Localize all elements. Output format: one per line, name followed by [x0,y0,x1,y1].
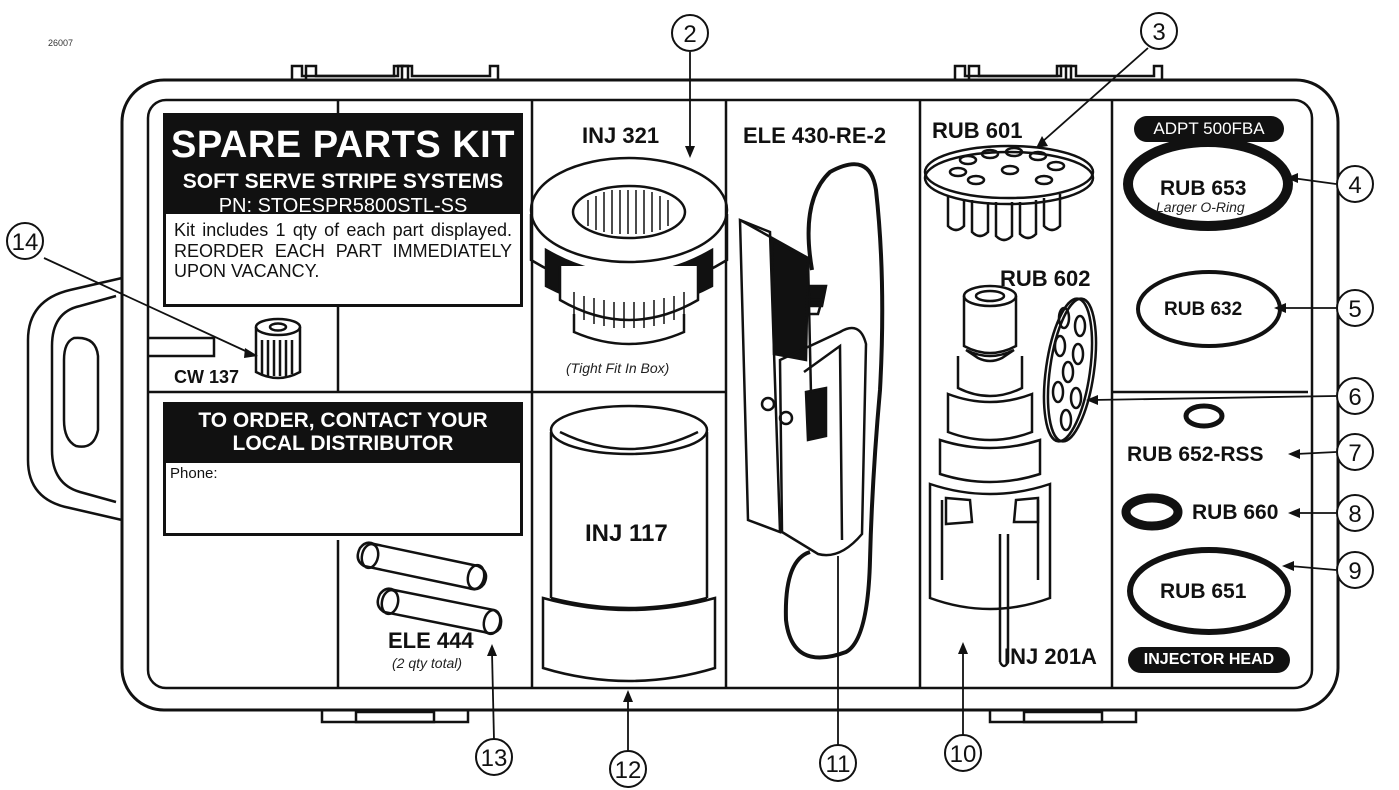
rub602-label: RUB 602 [1000,266,1091,291]
callout-5: 5 [1336,289,1374,327]
kit-part-number: PN: STOESPR5800STL-SS [218,195,468,218]
rub651-label: RUB 651 [1160,580,1247,603]
order-label: TO ORDER, CONTACT YOUR LOCAL DISTRIBUTOR… [163,402,523,536]
adpt-badge: ADPT 500FBA [1134,116,1284,142]
cw137-part [254,317,302,380]
callout-11: 11 [819,744,857,782]
rub601-part [923,144,1095,242]
kit-title: SPARE PARTS KIT [171,124,515,166]
callout-12: 12 [609,750,647,788]
rub601-label: RUB 601 [932,118,1023,143]
ele444-label: ELE 444 [388,628,474,653]
inj201a-label: INJ 201A [1004,644,1097,669]
callout-6: 6 [1336,377,1374,415]
rub602-part [1042,297,1098,443]
rub652-label: RUB 652-RSS [1127,443,1264,466]
callout-3: 3 [1140,12,1178,50]
callout-10: 10 [944,734,982,772]
leader-lines [43,47,1337,758]
top-hinges [290,64,1164,80]
callout-14: 14 [6,222,44,260]
inj321-part [529,156,729,346]
order-phone-label: Phone: [170,465,218,482]
callout-13: 13 [475,738,513,776]
callout-8: 8 [1336,494,1374,532]
kit-label-header: SPARE PARTS KIT SOFT SERVE STRIPE SYSTEM… [166,116,520,218]
case-handle [26,276,123,522]
inj321-note: (Tight Fit In Box) [566,360,670,376]
document-id: 26007 [48,38,74,48]
rub653-label: RUB 653 [1160,177,1247,200]
callout-4: 4 [1336,165,1374,203]
callout-9: 9 [1336,551,1374,589]
ele444-note: (2 qty total) [392,655,463,671]
kit-label: SPARE PARTS KIT SOFT SERVE STRIPE SYSTEM… [163,113,523,307]
order-title-line2: LOCAL DISTRIBUTOR [232,432,454,456]
callout-2: 2 [671,14,709,52]
inj321-label: INJ 321 [582,123,660,148]
ele444-part [356,541,503,636]
order-label-header: TO ORDER, CONTACT YOUR LOCAL DISTRIBUTOR [166,405,520,463]
rub652-ring [1183,403,1225,429]
rub653-ring [1123,137,1293,231]
order-title-line1: TO ORDER, CONTACT YOUR [198,409,488,432]
arrowheads [244,136,1300,702]
callout-7: 7 [1336,433,1374,471]
rub653-note: Larger O-Ring [1156,199,1245,215]
inj117-part [541,404,717,683]
rub660-label: RUB 660 [1192,501,1279,524]
ele430-label: ELE 430-RE-2 [743,123,887,148]
rub651-ring [1127,547,1291,635]
inj117-label: INJ 117 [585,520,668,547]
rub632-label: RUB 632 [1164,299,1243,320]
bottom-latches [320,708,1138,724]
rub660-ring [1121,493,1183,531]
ele430-part [738,162,885,660]
kit-subtitle: SOFT SERVE STRIPE SYSTEMS [182,170,504,193]
inj201a-part [928,284,1052,668]
cw137-label: CW 137 [174,367,240,387]
kit-instructions: Kit includes 1 qty of each part displaye… [174,220,512,282]
injector-head-badge: INJECTOR HEAD [1128,647,1290,673]
